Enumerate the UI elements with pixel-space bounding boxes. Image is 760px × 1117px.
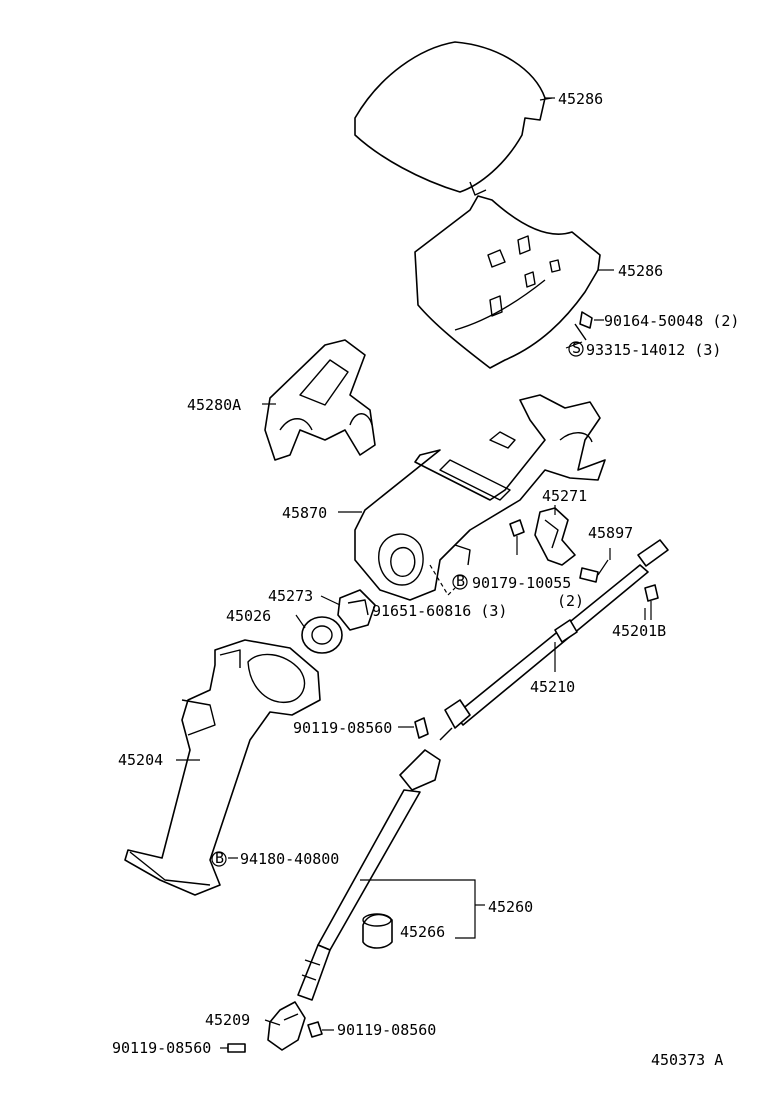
- bolt-90119-upper: [414, 717, 429, 739]
- label-nut-a: 90179-10055: [472, 574, 571, 592]
- yoke-45209: [267, 1001, 306, 1051]
- bracket-45280a: [264, 339, 376, 461]
- bolt-90119-left: [227, 1043, 246, 1053]
- label-b-marker-2: B: [215, 849, 224, 867]
- column-assembly-45870: [354, 394, 606, 601]
- label-bracket-b: 45271: [542, 487, 587, 505]
- label-bolt-d: 94180-40800: [240, 850, 339, 868]
- label-screw-a: 90164-50048 (2): [604, 312, 739, 330]
- figure-number: 450373 A: [651, 1051, 723, 1069]
- upper-column-cover: [354, 41, 553, 196]
- label-bolt-c: 90119-08560: [293, 719, 392, 737]
- bracket-45271: [534, 507, 576, 566]
- label-intermediate-shaft: 45260: [488, 898, 533, 916]
- label-bearing: 45273: [268, 587, 313, 605]
- nut-90179: [509, 519, 525, 555]
- s-marker-circle: [568, 341, 584, 357]
- label-b-marker: B: [456, 572, 465, 590]
- screw-90164: [579, 311, 604, 329]
- grommet-45266: [362, 913, 393, 949]
- label-grommet: 45266: [400, 923, 445, 941]
- main-shaft-45210: [439, 539, 669, 741]
- label-yoke: 45209: [205, 1011, 250, 1029]
- label-bracket-a: 45280A: [187, 396, 241, 414]
- label-cover-upper: 45286: [558, 90, 603, 108]
- label-column-tube: 45204: [118, 751, 163, 769]
- label-seal: 45026: [226, 607, 271, 625]
- leader-lines: [176, 97, 646, 1049]
- b-marker-circle: [452, 574, 468, 590]
- label-screw-b: 93315-14012 (3): [586, 341, 721, 359]
- label-main-shaft: 45210: [530, 678, 575, 696]
- sub-part-45201b: [644, 584, 659, 620]
- bolt-90119-right: [307, 1021, 323, 1038]
- label-cover-lower: 45286: [618, 262, 663, 280]
- label-column-assy: 45870: [282, 504, 327, 522]
- lower-column-cover: [414, 195, 601, 369]
- label-s-marker: S: [572, 339, 581, 357]
- column-tube-45204: [124, 639, 321, 896]
- label-bolt-b: 91651-60816 (3): [372, 602, 507, 620]
- label-nut-a-qty: (2): [557, 592, 584, 610]
- bolt-45897: [579, 559, 609, 583]
- b-marker-circle-2: [211, 851, 227, 867]
- bearing-45273: [337, 589, 376, 631]
- label-bolt-f: 90119-08560: [112, 1039, 211, 1057]
- intermediate-shaft-45260: [297, 749, 441, 1001]
- label-bolt-a: 45897: [588, 524, 633, 542]
- label-shaft-upper-sub: 45201B: [612, 622, 666, 640]
- label-bolt-e: 90119-08560: [337, 1021, 436, 1039]
- seal-45026: [301, 616, 343, 654]
